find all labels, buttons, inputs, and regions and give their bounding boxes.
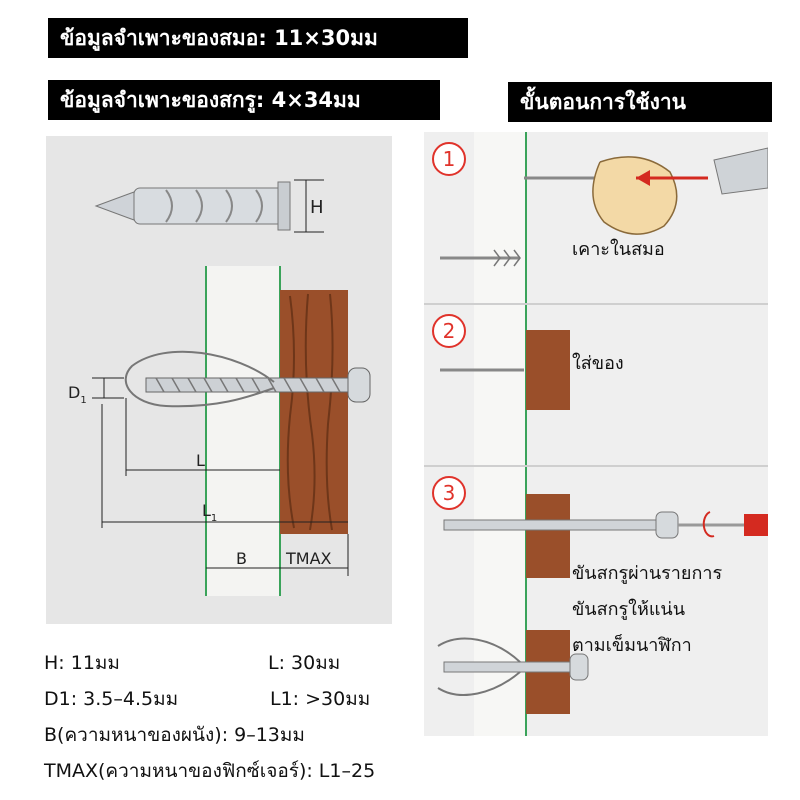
spec-l1: L1: >30มม [270, 688, 371, 710]
step2-label: ใส่ของ [572, 353, 624, 374]
step1-hand-and-hammer [440, 147, 769, 267]
steps-illustration [424, 132, 769, 736]
step2-number-badge: 2 [432, 314, 466, 348]
dimension-diagram-panel: H D1 L L1 B TMAX [46, 136, 392, 624]
b-label: B [236, 549, 247, 568]
spec-h: H: 11มม [44, 652, 120, 674]
step2-wood [526, 330, 570, 410]
spec-b: B(ความหนาของผนัง): 9–13มม [44, 724, 305, 746]
step1-number-badge: 1 [432, 142, 466, 176]
anchor-illustration [94, 181, 291, 231]
step3-screw-bottom [443, 661, 585, 673]
anchor-spec-text: ข้อมูลจำเพาะของสมอ: 11×30มม [60, 26, 378, 50]
steps-panel [424, 132, 769, 736]
step3-screw-top [443, 519, 665, 531]
step3-label-line2: ขันสกรูให้แน่น [572, 599, 686, 620]
spec-d1: D1: 3.5–4.5มม [44, 688, 179, 710]
steps-title-banner: ขั้นตอนการใช้งาน [508, 82, 772, 122]
screw-spec-text: ข้อมูลจำเพาะของสกรู: 4×34มม [60, 88, 361, 112]
wall-section [206, 266, 280, 596]
step1-label: เคาะในสมอ [572, 239, 665, 260]
screw-spec-banner: ข้อมูลจำเพาะของสกรู: 4×34มม [48, 80, 440, 120]
screwdriver-handle [744, 514, 768, 536]
dimension-diagram: H D1 L L1 B TMAX [68, 179, 371, 596]
clockwise-arrow-icon [702, 511, 715, 538]
step3-wood-top [526, 494, 570, 578]
l1-label: L1 [202, 501, 217, 524]
tmax-label: TMAX [285, 549, 332, 568]
h-label: H [310, 197, 324, 218]
anchor-spec-banner: ข้อมูลจำเพาะของสมอ: 11×30มม [48, 18, 468, 58]
step3-number-badge: 3 [432, 476, 466, 510]
steps-title-text: ขั้นตอนการใช้งาน [520, 90, 687, 114]
step3-label-line3: ตามเข็มนาฬิกา [572, 635, 692, 656]
step3-label-line1: ขันสกรูผ่านรายการ [572, 563, 723, 584]
screw-illustration [124, 350, 371, 408]
spec-tmax: TMAX(ความหนาของฟิกซ์เจอร์): L1–25 [44, 760, 376, 782]
spec-l: L: 30มม [268, 652, 341, 674]
l-label: L [196, 451, 205, 470]
d1-label: D1 [68, 383, 87, 406]
